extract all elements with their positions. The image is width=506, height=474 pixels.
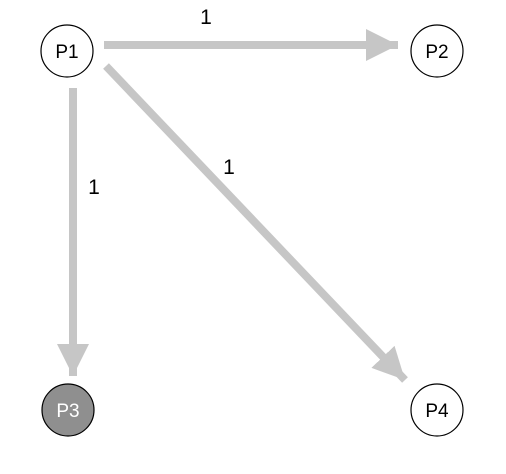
node-p1-circle [40,24,94,78]
node-p3-label: P3 [56,401,79,422]
node-p1-label: P1 [55,42,78,63]
node-p2[interactable]: P2 [410,24,464,78]
node-p2-circle [410,24,464,78]
edge-labels: 1 1 1 [88,6,235,199]
edge-p1-p4 [103,63,408,383]
edge-label-p1-p2: 1 [200,6,212,29]
node-p4-label: P4 [425,401,449,422]
node-p4[interactable]: P4 [410,383,464,437]
edge-label-p1-p4: 1 [223,156,235,179]
node-p3[interactable]: P3 [41,383,95,437]
edge-label-p1-p3: 1 [88,176,100,199]
edges [57,29,408,383]
node-p2-label: P2 [425,42,448,63]
node-p3-circle [41,383,95,437]
node-p1[interactable]: P1 [40,24,94,78]
node-p4-circle [410,383,464,437]
